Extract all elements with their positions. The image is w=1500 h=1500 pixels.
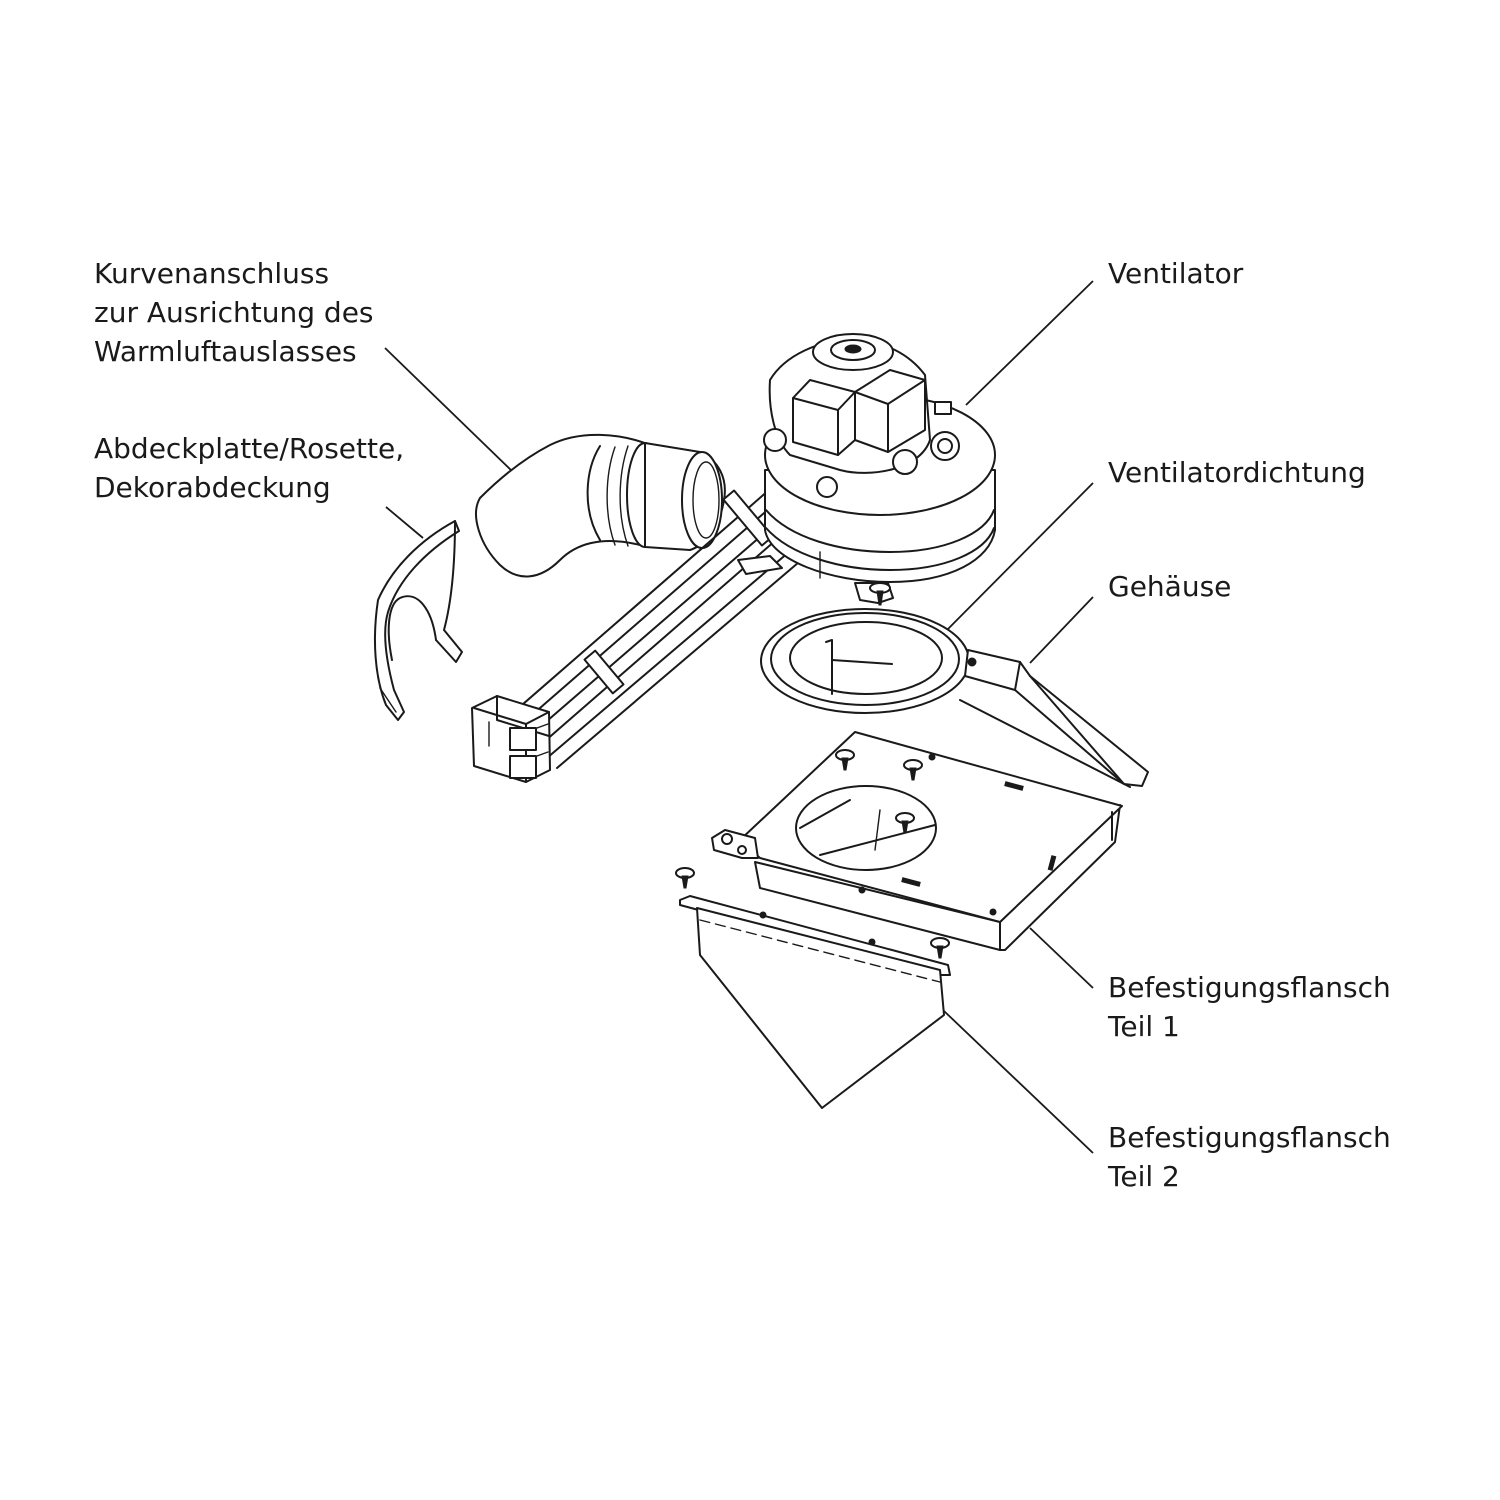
label-abdeckplatte: Abdeckplatte/Rosette, Dekorabdeckung [94, 429, 404, 507]
label-kurvenanschluss: Kurvenanschluss zur Ausrichtung des Warm… [94, 254, 374, 371]
label-kurvenanschluss-line2: zur Ausrichtung des [94, 296, 374, 329]
mounting-flange-part2 [675, 867, 951, 1109]
screw-4 [869, 582, 891, 606]
leader-flansch1 [1029, 927, 1094, 989]
label-flansch1: Befestigungsflansch Teil 1 [1108, 968, 1391, 1046]
label-kurvenanschluss-line3: Warmluftauslasses [94, 335, 357, 368]
housing-bracket [959, 649, 1149, 788]
label-flansch1-line2: Teil 1 [1108, 1010, 1180, 1043]
leader-kurvenanschluss [384, 347, 515, 474]
label-ventilator: Ventilator [1108, 254, 1243, 293]
leader-ventilator [965, 280, 1094, 406]
leader-flansch2 [943, 1010, 1094, 1154]
cover-plate [373, 520, 463, 721]
fan-unit [737, 333, 996, 604]
leader-gehaeuse [1029, 596, 1094, 664]
screw-1 [835, 749, 855, 771]
terminal-block [471, 695, 551, 783]
screw-2 [903, 759, 923, 781]
label-flansch2: Befestigungsflansch Teil 2 [1108, 1118, 1391, 1196]
screw-5 [675, 867, 695, 889]
label-gehaeuse-line1: Gehäuse [1108, 570, 1232, 603]
label-ventilator-line1: Ventilator [1108, 257, 1244, 290]
fan-gasket [760, 608, 970, 714]
leader-abdeckplatte [385, 506, 424, 539]
label-abdeckplatte-line2: Dekorabdeckung [94, 471, 331, 504]
label-gehaeuse: Gehäuse [1108, 567, 1231, 606]
mounting-flange-part1 [711, 582, 1123, 951]
leader-ventilatordichtung [945, 482, 1094, 632]
label-flansch2-line2: Teil 2 [1108, 1160, 1180, 1193]
label-ventilatordichtung-line1: Ventilatordichtung [1108, 456, 1366, 489]
elbow-connector [475, 433, 726, 578]
screw-3 [895, 812, 915, 834]
leader-lines [384, 280, 1094, 1154]
label-kurvenanschluss-line1: Kurvenanschluss [94, 257, 330, 290]
label-flansch1-line1: Befestigungsflansch [1108, 971, 1391, 1004]
label-flansch2-line1: Befestigungsflansch [1108, 1121, 1391, 1154]
screw-6 [930, 937, 950, 959]
label-abdeckplatte-line1: Abdeckplatte/Rosette, [94, 432, 405, 465]
label-ventilatordichtung: Ventilatordichtung [1108, 453, 1366, 492]
